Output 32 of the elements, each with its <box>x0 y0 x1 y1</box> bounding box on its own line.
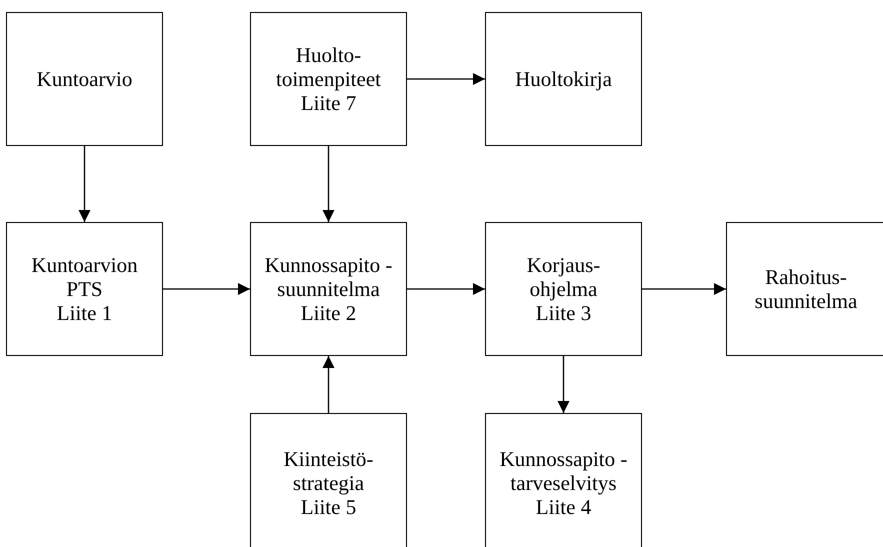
box-label: Huoltokirja <box>515 66 612 92</box>
process-box <box>485 413 642 547</box>
arrow <box>407 283 485 295</box>
process-box <box>6 222 163 356</box>
box-label: Liite 1 <box>56 301 112 326</box>
arrow <box>642 283 726 295</box>
process-box <box>726 222 883 356</box>
arrow <box>322 146 334 222</box>
box-label: Liite 3 <box>536 301 592 326</box>
arrow <box>78 146 90 222</box>
box-label: Kuntoarvio <box>36 66 132 92</box>
box-label: Kunnossapito -tarveselvitys <box>498 446 628 496</box>
arrow <box>322 356 334 413</box>
box-label: Korjaus- ohjelma <box>526 252 602 302</box>
process-box <box>485 12 642 146</box>
box-label: Liite 2 <box>300 301 356 326</box>
box-label: Liite 7 <box>300 91 356 116</box>
box-label: Huolto- toimenpiteet <box>275 42 382 92</box>
process-box <box>6 12 163 146</box>
arrow <box>407 73 485 85</box>
box-label: Kunnossapito -suunnitelma <box>264 252 394 302</box>
box-label: Kuntoarvion PTS <box>30 252 139 302</box>
process-box <box>250 12 407 146</box>
process-box <box>250 222 407 356</box>
box-label: Liite 4 <box>536 495 592 520</box>
arrow <box>558 356 570 413</box>
box-label: Rahoitus- suunnitelma <box>754 264 858 314</box>
process-box <box>250 413 407 547</box>
box-label: Liite 5 <box>300 495 356 520</box>
arrow <box>163 283 250 295</box>
process-box <box>485 222 642 356</box>
box-label: Kiinteistö- strategia <box>282 446 374 496</box>
